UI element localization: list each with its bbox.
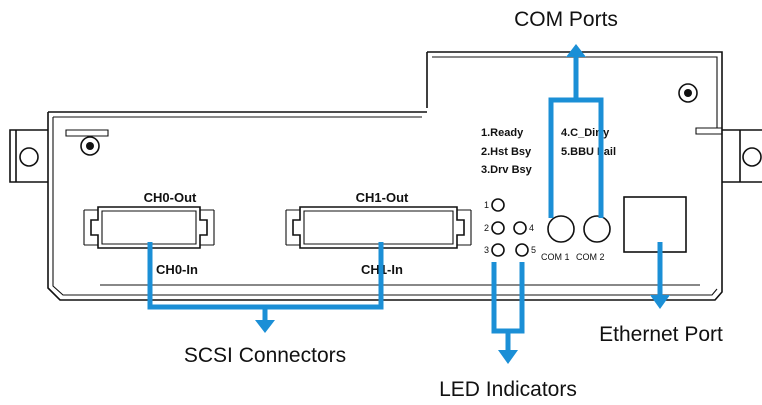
- led-3: [491, 243, 505, 257]
- com2-label: COM 2: [576, 252, 605, 262]
- scsi-callout-arrow: [255, 320, 275, 333]
- scsi-connector-ch0: [90, 206, 208, 249]
- com-callout-arrow: [566, 44, 586, 57]
- com1-label: COM 1: [541, 252, 570, 262]
- led-legend-c-dirty: 4.C_Dirty: [561, 127, 610, 139]
- led-number-3: 3: [484, 245, 489, 255]
- callout-scsi-connectors: SCSI Connectors: [184, 344, 346, 367]
- screw-left: [80, 136, 100, 156]
- led-1: [491, 198, 505, 212]
- scsi-connector-ch1-inner: [303, 210, 454, 245]
- led-2: [491, 221, 505, 235]
- screw-right: [678, 83, 698, 103]
- led-legend-hst-bsy: 2.Hst Bsy: [481, 146, 532, 158]
- label-ch0-out: CH0-Out: [144, 190, 197, 205]
- top-plate-outline: [426, 51, 723, 128]
- ethernet-callout-arrow: [650, 295, 670, 309]
- main-panel-outline: [47, 111, 723, 301]
- label-ch1-out: CH1-Out: [356, 190, 409, 205]
- right-mount-hole: [742, 147, 762, 167]
- top-plate-inner: [432, 56, 718, 128]
- scsi-ch1-ear-right: [457, 209, 472, 246]
- right-tab: [695, 127, 723, 135]
- com1-port: [547, 215, 575, 243]
- scsi-connector-ch0-inner: [101, 210, 197, 245]
- callout-com-ports: COM Ports: [514, 8, 618, 31]
- scsi-ch0-ear-right: [200, 209, 215, 246]
- label-ch0-in: CH0-In: [156, 262, 198, 277]
- scsi-connector-ch1: [292, 206, 465, 249]
- scsi-callout-line: [147, 242, 384, 322]
- led-4: [513, 221, 527, 235]
- com-callout-line: [548, 55, 604, 218]
- led-number-2: 2: [484, 223, 489, 233]
- led-number-5: 5: [531, 245, 536, 255]
- scsi-ch0-ear-left: [83, 209, 98, 246]
- main-panel-inner: [52, 116, 718, 296]
- left-tab: [65, 129, 109, 137]
- led-legend-ready: 1.Ready: [481, 127, 524, 139]
- led-legend-bbu-fail: 5.BBU Fail: [561, 146, 616, 158]
- screw-left-center: [86, 142, 94, 150]
- left-bracket: [9, 129, 48, 183]
- led-number-4: 4: [529, 223, 534, 233]
- left-mount-hole: [19, 147, 39, 167]
- callout-ethernet-port: Ethernet Port: [599, 323, 723, 346]
- right-bracket: [722, 129, 762, 183]
- led-legend-drv-bsy: 3.Drv Bsy: [481, 164, 533, 176]
- ethernet-port: [623, 196, 687, 253]
- callout-led-indicators: LED Indicators: [439, 378, 577, 401]
- led-callout-line: [491, 262, 525, 352]
- screw-right-center: [684, 89, 692, 97]
- led-callout-arrow: [498, 350, 518, 364]
- com2-port: [583, 215, 611, 243]
- led-5: [515, 243, 529, 257]
- led-number-1: 1: [484, 200, 489, 210]
- scsi-ch1-ear-left: [285, 209, 300, 246]
